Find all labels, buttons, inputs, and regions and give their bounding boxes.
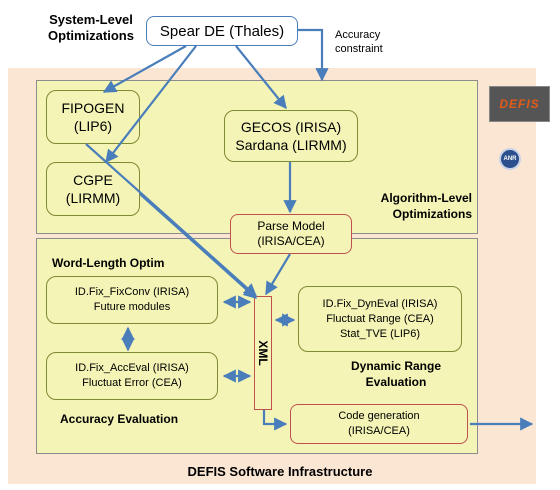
word-length-title: Word-Length Optim: [52, 256, 165, 270]
arrow-parser-xml: [265, 253, 291, 296]
anr-logo-text: ANR: [503, 156, 517, 162]
defis-logo: DEFIS: [489, 86, 550, 122]
gecos-sardana-node[interactable]: GECOS (IRISA) Sardana (LIRMM): [224, 110, 358, 162]
arrow-xml-codegen: [262, 410, 288, 431]
algorithm-level-title: Algorithm-Level Optimizations: [380, 191, 472, 221]
xml-bus[interactable]: XML: [254, 296, 272, 410]
dyneval-node[interactable]: ID.Fix_DynEval (IRISA) Fluctuat Range (C…: [298, 286, 462, 352]
spear-de-label: Spear DE (Thales): [159, 22, 285, 40]
system-level-title: System-Level Optimizations: [48, 12, 134, 43]
dynamic-range-title: Dynamic Range Evaluation: [350, 359, 442, 389]
arrow-spear-cgpe: [105, 45, 197, 164]
spear-de-node[interactable]: Spear DE (Thales): [146, 16, 298, 46]
accuracy-evaluation-title: Accuracy Evaluation: [60, 412, 179, 426]
fipogen-node[interactable]: FIPOGEN (LIP6): [46, 90, 140, 144]
infrastructure-footer: DEFIS Software Infrastructure: [187, 464, 373, 479]
acceval-node[interactable]: ID.Fix_AccEval (IRISA) Fluctuat Error (C…: [46, 352, 218, 400]
arrow-spear-gecos: [235, 45, 287, 110]
fixconv-node[interactable]: ID.Fix_FixConv (IRISA) Future modules: [46, 276, 218, 324]
defis-logo-text: DEFIS: [499, 97, 540, 111]
code-generation-node[interactable]: Code generation (IRISA/CEA): [290, 404, 468, 444]
cgpe-node[interactable]: CGPE (LIRMM): [46, 162, 140, 216]
arrow-cgpe-xml: [139, 193, 257, 299]
accuracy-constraint-label: Accuracy constraint: [335, 29, 383, 55]
arrow-fipogen-xml: [85, 143, 257, 297]
arrow-spear-fipogen: [102, 45, 187, 93]
anr-logo: ANR: [499, 148, 521, 170]
arrow-accuracy-constraint: [298, 28, 329, 82]
parser-model-node[interactable]: Parse Model (IRISA/CEA): [230, 214, 352, 254]
